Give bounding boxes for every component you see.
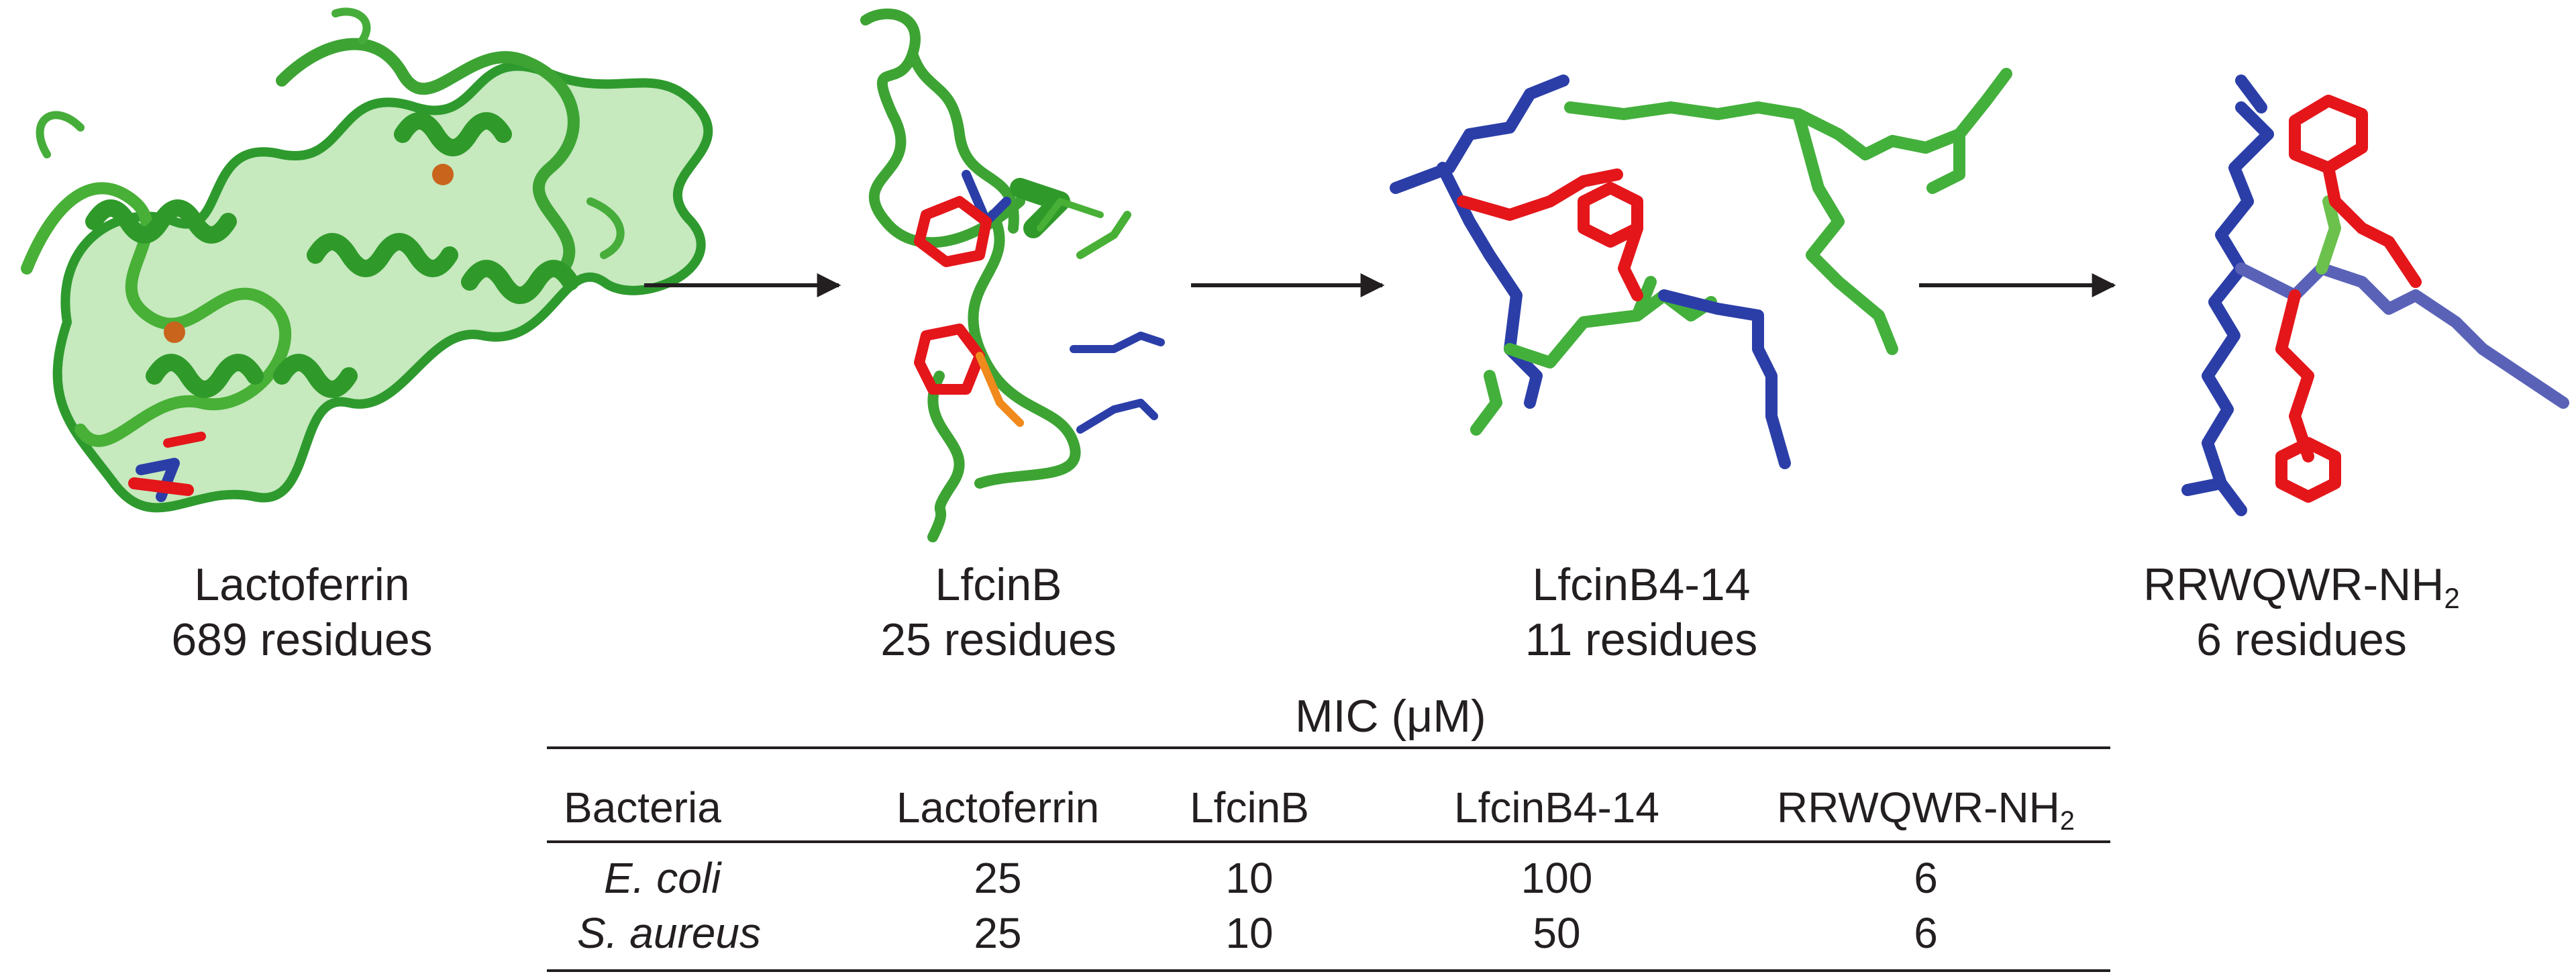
caption-name: LfcinB <box>935 559 1062 610</box>
table-cell: 10 <box>1225 909 1274 957</box>
lfcinb-structure <box>860 8 1165 542</box>
header-lactoferrin: Lactoferrin <box>896 783 1100 832</box>
caption-name: Lactoferrin <box>194 559 410 610</box>
caption-lfcinb4-14: LfcinB4-14 11 residues <box>1440 557 1843 667</box>
table-header-rule <box>547 840 2110 843</box>
table-cell: 10 <box>1225 854 1274 902</box>
lactoferrin-structure <box>21 7 713 513</box>
table-bottom-rule <box>547 969 2110 972</box>
caption-residues: 25 residues <box>880 614 1117 665</box>
caption-lactoferrin: Lactoferrin 689 residues <box>101 557 503 667</box>
header-bacteria: Bacteria <box>564 783 721 832</box>
table-title: MIC (μM) <box>1295 691 1486 742</box>
header-rrwqwr: RRWQWR-NH2 <box>1777 783 2075 836</box>
row-bacteria-s-aureus: S. aureus <box>577 909 761 957</box>
table-cell: 6 <box>1914 909 1938 957</box>
caption-rrwqwr: RRWQWR-NH2 6 residues <box>2100 557 2503 667</box>
table-cell: 100 <box>1521 854 1593 902</box>
table-cell: 50 <box>1533 909 1581 957</box>
rrwqwr-structure <box>2181 75 2569 516</box>
row-bacteria-e-coli: E. coli <box>604 854 721 902</box>
table-cell: 25 <box>974 854 1022 902</box>
caption-residues: 689 residues <box>171 614 433 665</box>
header-lfcinb: LfcinB <box>1190 783 1309 832</box>
caption-lfcinb: LfcinB 25 residues <box>797 557 1200 667</box>
lfcinb4-14-structure <box>1390 68 2012 469</box>
header-lfcinb4-14: LfcinB4-14 <box>1454 783 1659 832</box>
caption-residues: 6 residues <box>2196 614 2407 665</box>
table-cell: 25 <box>974 909 1022 957</box>
table-top-rule <box>547 746 2110 749</box>
table-cell: 6 <box>1914 854 1938 902</box>
caption-name: LfcinB4-14 <box>1532 559 1751 610</box>
caption-residues: 11 residues <box>1525 614 1758 665</box>
caption-name: RRWQWR-NH2 <box>2143 559 2460 614</box>
